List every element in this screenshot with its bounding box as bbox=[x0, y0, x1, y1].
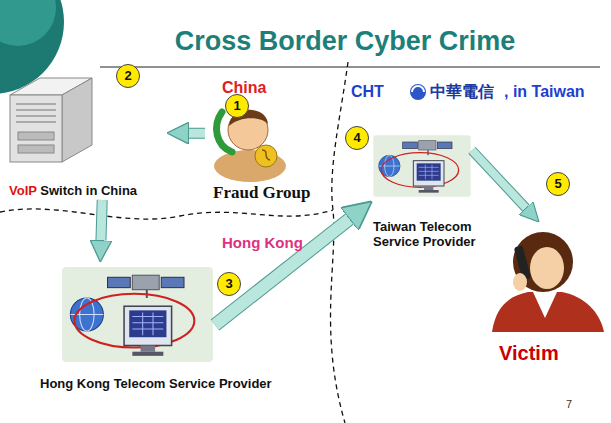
hk-provider-icon bbox=[62, 267, 213, 362]
arrow-outline bbox=[101, 200, 102, 240]
region-label: China bbox=[222, 79, 266, 97]
company-name: 中華電信 bbox=[430, 82, 494, 103]
border-line bbox=[0, 209, 333, 219]
tw-provider-icon bbox=[373, 135, 470, 196]
block-arrow bbox=[189, 129, 205, 138]
title-rule bbox=[100, 67, 600, 68]
arrow-outline bbox=[189, 128, 205, 139]
telecom-provider: Hong Kong Telecom Service Provider bbox=[60, 262, 215, 367]
victim-icon bbox=[492, 232, 604, 332]
callout-number: 4 bbox=[345, 126, 369, 150]
page-number: 7 bbox=[566, 398, 572, 410]
telecom-provider: Taiwan Telecom Service Provider bbox=[372, 118, 472, 216]
region-label: CHT bbox=[351, 83, 384, 101]
node-label: VoIP Switch in China bbox=[9, 183, 165, 198]
callout-number: 5 bbox=[546, 172, 570, 196]
block-arrow bbox=[472, 150, 526, 208]
voip-switch: VoIP Switch in China bbox=[5, 66, 167, 200]
title: Cross Border Cyber Crime bbox=[110, 26, 580, 57]
arrow-outline bbox=[472, 150, 526, 208]
corner-decoration bbox=[0, 0, 56, 46]
callout-number: 2 bbox=[116, 64, 140, 88]
border-line bbox=[331, 62, 348, 423]
region-label: Hong Kong bbox=[222, 234, 303, 251]
voip-switch-icon bbox=[10, 78, 92, 162]
node-label: Victim bbox=[499, 342, 559, 365]
node-label: Hong Kong Telecom Service Provider bbox=[40, 376, 272, 391]
callout-number: 3 bbox=[217, 272, 241, 296]
callout-number: 1 bbox=[225, 94, 249, 118]
block-arrow bbox=[215, 219, 349, 325]
fraud-person-icon bbox=[214, 110, 286, 182]
victim: Victim bbox=[485, 222, 605, 332]
node-label: Fraud Group bbox=[213, 183, 310, 203]
region-label: , in Taiwan bbox=[504, 83, 585, 101]
node-label: Taiwan Telecom Service Provider bbox=[373, 219, 508, 249]
block-arrow bbox=[101, 200, 102, 240]
arrow-outline bbox=[215, 219, 349, 325]
cht-logo bbox=[410, 84, 426, 100]
